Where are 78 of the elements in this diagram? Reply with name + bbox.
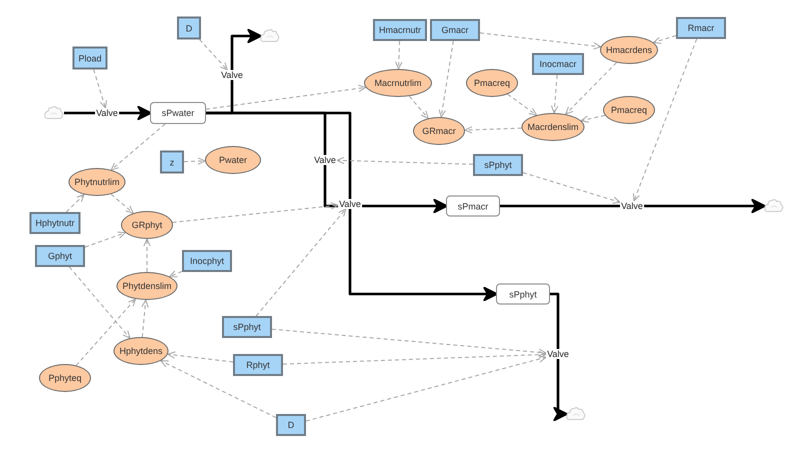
valve-label: Valve: [546, 349, 570, 359]
cloud-icon: [764, 198, 784, 214]
variable-box: Rphyt: [233, 354, 283, 376]
flow-arrow: [644, 198, 766, 214]
valve-label: Valve: [220, 70, 244, 80]
flow-arrow: [348, 209, 498, 302]
dependency-arrow: [76, 298, 136, 366]
dependency-arrow: [172, 202, 339, 223]
cloud-icon: [44, 106, 64, 120]
auxiliary-ellipse: Macrnutrlim: [364, 69, 432, 97]
dependency-arrow: [160, 360, 276, 418]
variable-box: Gmacr: [430, 19, 480, 41]
variable-box: Inocmacr: [532, 53, 584, 75]
dependency-arrow: [480, 32, 602, 50]
dependency-arrow: [551, 74, 558, 114]
dependency-arrow: [306, 355, 547, 422]
auxiliary-ellipse: Macrdenslim: [522, 113, 584, 141]
dependency-arrow: [110, 194, 134, 214]
variable-box: Pload: [72, 46, 108, 70]
auxiliary-ellipse: GRmacr: [413, 117, 465, 145]
dependency-arrow: [653, 35, 676, 44]
dependency-arrow: [580, 114, 606, 123]
variable-box: Inocphyt: [182, 250, 232, 272]
dependency-arrow: [438, 40, 454, 118]
dependency-arrow: [68, 266, 130, 339]
variable-box: D: [177, 16, 201, 40]
auxiliary-ellipse: GRphyt: [121, 211, 173, 239]
stock-box: sPmacr: [446, 196, 500, 216]
stock-box: sPwater: [150, 102, 206, 124]
dependency-arrow: [507, 94, 537, 116]
dependency-arrow: [408, 96, 429, 119]
flow-arrow: [552, 359, 568, 422]
valve-label: Valve: [95, 108, 119, 118]
dependency-arrow: [336, 156, 474, 165]
dependency-arrow: [167, 351, 234, 362]
dependency-arrow: [66, 194, 85, 212]
dependency-arrow: [143, 238, 151, 272]
valve-label: Valve: [313, 155, 337, 165]
dependency-arrow: [110, 124, 166, 170]
cloud-icon: [260, 28, 280, 44]
dependency-arrow: [464, 126, 522, 134]
variable-box: Rmacr: [676, 17, 726, 39]
variable-box: Hphytnutr: [29, 212, 81, 234]
stock-box: sPphyt: [496, 284, 550, 304]
auxiliary-ellipse: Pwater: [205, 146, 261, 174]
flow-arrow: [230, 28, 262, 70]
dependency-arrow: [522, 172, 621, 204]
dependency-arrow: [169, 270, 182, 278]
valve-label: Valve: [338, 199, 362, 209]
flow-arrow: [324, 165, 448, 214]
dependency-arrow: [272, 328, 547, 356]
dependency-arrow: [565, 62, 617, 115]
auxiliary-ellipse: Phytnutrlim: [68, 168, 126, 196]
dependency-arrow: [395, 40, 402, 70]
auxiliary-ellipse: Phytdenslim: [116, 272, 178, 300]
auxiliary-ellipse: Hphytdens: [113, 337, 169, 365]
variable-box: D: [276, 414, 306, 436]
auxiliary-ellipse: Pmacreq: [603, 96, 655, 124]
auxiliary-ellipse: Pmacreq: [466, 69, 518, 97]
dependency-arrow: [141, 300, 149, 338]
dependency-arrow: [206, 84, 366, 110]
dependency-arrow: [93, 69, 107, 108]
dependency-arrow: [282, 350, 547, 365]
variable-box: Gphyt: [35, 245, 85, 267]
dependency-arrow: [633, 38, 698, 202]
variable-box: sPphyt: [222, 316, 272, 338]
dependency-arrow: [184, 157, 206, 165]
variable-box: Hmacrnutr: [373, 19, 427, 41]
dependency-arrow: [199, 39, 228, 70]
auxiliary-ellipse: Pphyteq: [39, 364, 91, 392]
cloud-icon: [566, 406, 586, 422]
dependency-arrow: [84, 232, 126, 248]
variable-box: sPphyt: [473, 154, 523, 176]
dependency-arrow: [256, 208, 346, 316]
auxiliary-ellipse: Hmacrdens: [600, 36, 658, 64]
flow-arrow: [118, 105, 152, 121]
variable-box: z: [160, 150, 184, 174]
valve-label: Valve: [620, 201, 644, 211]
